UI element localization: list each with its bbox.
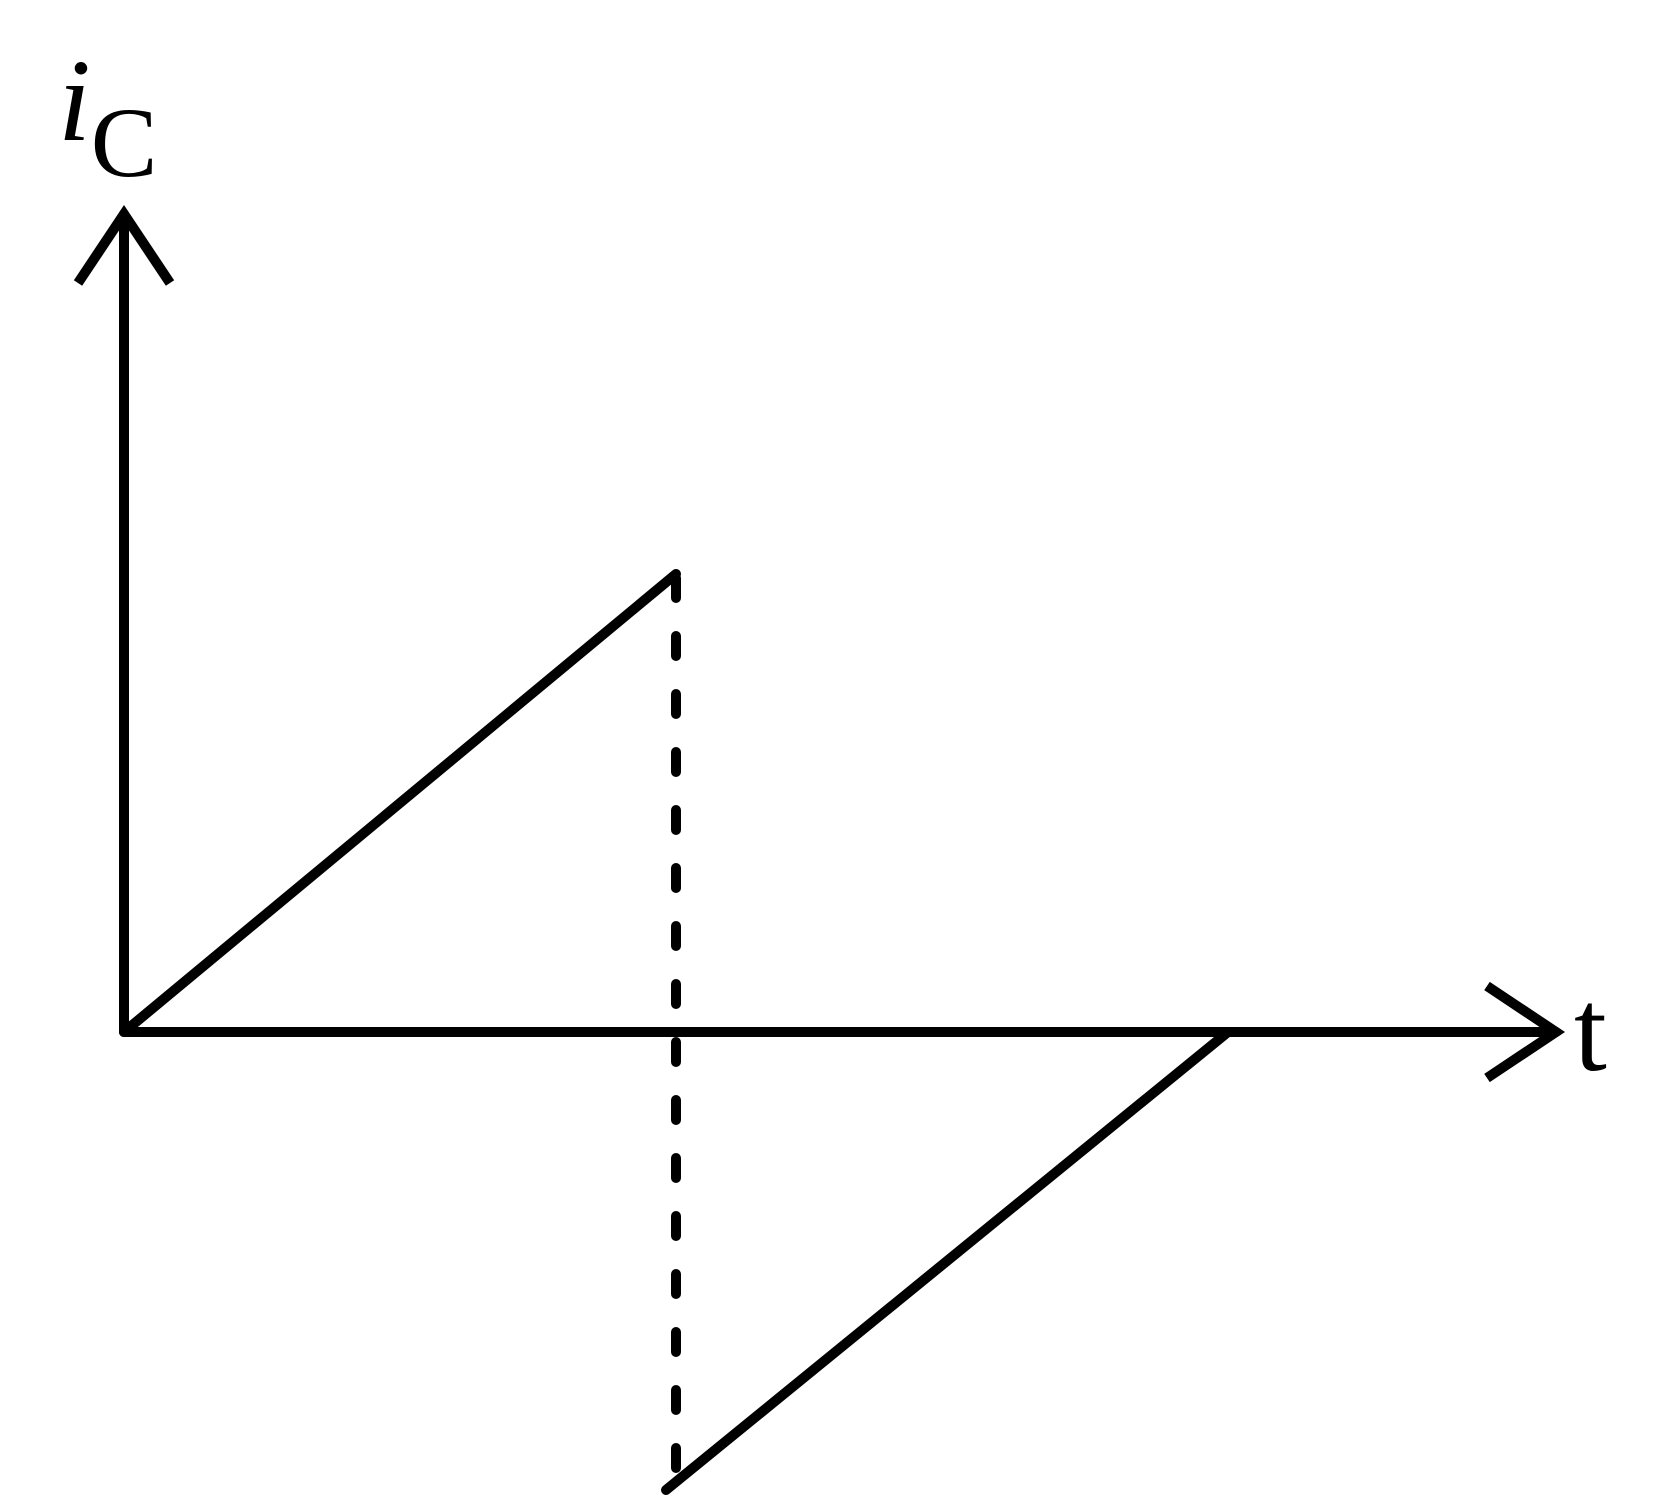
series-line-segment-1 [119, 569, 681, 1037]
axis-labels: iC t [58, 35, 1607, 1096]
y-axis-arrow [73, 204, 175, 286]
y-axis-label-main: i [58, 35, 91, 166]
axes [73, 204, 1566, 1083]
x-axis-label: t [1574, 965, 1607, 1096]
x-axis-arrow [1484, 981, 1566, 1083]
series-line-segment-2 [661, 1027, 1233, 1495]
y-axis-label: iC [58, 35, 158, 198]
y-axis-label-subscript: C [91, 87, 158, 198]
series [119, 569, 1233, 1495]
